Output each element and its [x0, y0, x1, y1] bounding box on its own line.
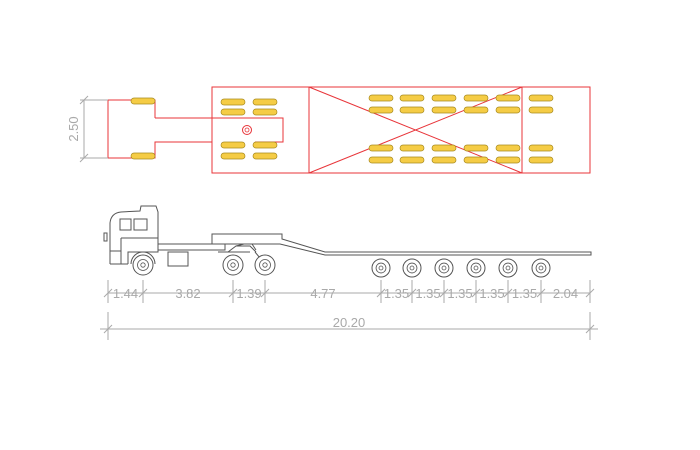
plan-tire: [528, 144, 554, 152]
trailer-wheel: [498, 258, 518, 278]
trailer-wheel-hub: [470, 262, 482, 274]
plan-tire: [399, 156, 425, 164]
trailer-wheel: [466, 258, 486, 278]
plan-tire: [220, 152, 246, 160]
dimension-tick: [503, 288, 513, 298]
plan-tire: [368, 144, 394, 152]
segment-length-label: 1.44: [113, 286, 138, 301]
trailer-side: [211, 233, 592, 259]
plan-tire: [528, 106, 554, 114]
plan-tire: [528, 94, 554, 102]
plan-tire: [399, 106, 425, 114]
segment-length-label: 1.35: [447, 286, 472, 301]
overall-length-dimension: 20.20: [100, 312, 598, 340]
plan-tire: [368, 94, 394, 102]
trailer-wheel-hub: [438, 262, 450, 274]
plan-tire: [463, 106, 489, 114]
segment-length-label: 2.04: [553, 286, 578, 301]
plan-tire: [495, 144, 521, 152]
kingpin-icon: [242, 125, 252, 135]
dimension-tick: [471, 288, 481, 298]
segment-length-label: 1.35: [479, 286, 504, 301]
segment-length-label: 3.82: [175, 286, 200, 301]
plan-tire: [252, 108, 278, 116]
dimension-tick: [228, 288, 238, 298]
trailer-wheel-center: [505, 265, 511, 271]
tractor-steer-wheel-hub: [137, 259, 149, 271]
tractor-steer-wheel-center: [140, 262, 146, 268]
tractor-drive-wheel-hub: [259, 259, 271, 271]
trailer-wheel-center: [441, 265, 447, 271]
plan-tire: [463, 156, 489, 164]
plan-tire: [399, 94, 425, 102]
dimension-tick: [138, 288, 148, 298]
dimension-tick: [585, 288, 595, 298]
trailer-wheel-center: [473, 265, 479, 271]
plan-tire: [495, 156, 521, 164]
segment-length-label: 4.77: [310, 286, 335, 301]
overall-dimension-tick: [103, 324, 113, 334]
plan-tire: [399, 144, 425, 152]
plan-tire: [220, 141, 246, 149]
tractor-drive-wheel-center: [230, 262, 236, 268]
plan-tire: [431, 156, 457, 164]
trailer-wheel-hub: [406, 262, 418, 274]
front-wheel-arch: [130, 251, 156, 265]
trailer-wheel: [371, 258, 391, 278]
segment-length-label: 1.39: [236, 286, 261, 301]
plan-view: [107, 86, 591, 174]
plan-tire: [495, 106, 521, 114]
dimension-tick: [536, 288, 546, 298]
plan-tire: [252, 98, 278, 106]
trailer-wheel-hub: [535, 262, 547, 274]
plan-tire: [528, 156, 554, 164]
plan-tire: [431, 106, 457, 114]
tractor-drive-wheel-hub: [227, 259, 239, 271]
plan-tire: [368, 156, 394, 164]
side-elevation: [103, 205, 592, 267]
dimension-tick: [103, 288, 113, 298]
plan-tire: [431, 94, 457, 102]
dimension-tick: [260, 288, 270, 298]
overall-length-label: 20.20: [333, 315, 366, 330]
plan-tire: [252, 152, 278, 160]
dimension-tick: [376, 288, 386, 298]
trailer-wheel-center: [538, 265, 544, 271]
segment-length-label: 1.35: [512, 286, 537, 301]
plan-tire: [495, 94, 521, 102]
trailer-wheel: [531, 258, 551, 278]
side-wheels: [130, 251, 551, 278]
plan-tire: [130, 97, 156, 105]
trailer-wheel-center: [409, 265, 415, 271]
segment-length-label: 1.35: [415, 286, 440, 301]
plan-tire: [220, 98, 246, 106]
trailer-wheel: [402, 258, 422, 278]
plan-tire: [368, 106, 394, 114]
tractor-drive-wheel-center: [262, 262, 268, 268]
segment-length-label: 1.35: [384, 286, 409, 301]
plan-tire: [252, 141, 278, 149]
plan-tire: [220, 108, 246, 116]
length-dimensions: 1.44 3.82 1.39 4.77 1.35 1.35 1.35 1.35 1.35 2.04: [103, 280, 595, 303]
trailer-wheel: [434, 258, 454, 278]
kingpin-circle-inner: [244, 127, 250, 133]
tractor-drive-wheel: [222, 254, 244, 276]
plan-tires: [130, 94, 554, 164]
tractor-cab: [103, 205, 257, 267]
tractor-steer-wheel: [132, 254, 154, 276]
plan-tire: [463, 94, 489, 102]
dimension-tick: [439, 288, 449, 298]
tractor-drive-wheel: [254, 254, 276, 276]
dimension-tick: [407, 288, 417, 298]
trailer-wheel-center: [378, 265, 384, 271]
width-dimension-label: 2.50: [66, 116, 81, 141]
plan-tire: [130, 152, 156, 160]
plan-tire: [431, 144, 457, 152]
overall-dimension-tick: [585, 324, 595, 334]
width-dimension: [79, 95, 108, 163]
trailer-wheel-hub: [502, 262, 514, 274]
trailer-wheel-hub: [375, 262, 387, 274]
plan-tire: [463, 144, 489, 152]
